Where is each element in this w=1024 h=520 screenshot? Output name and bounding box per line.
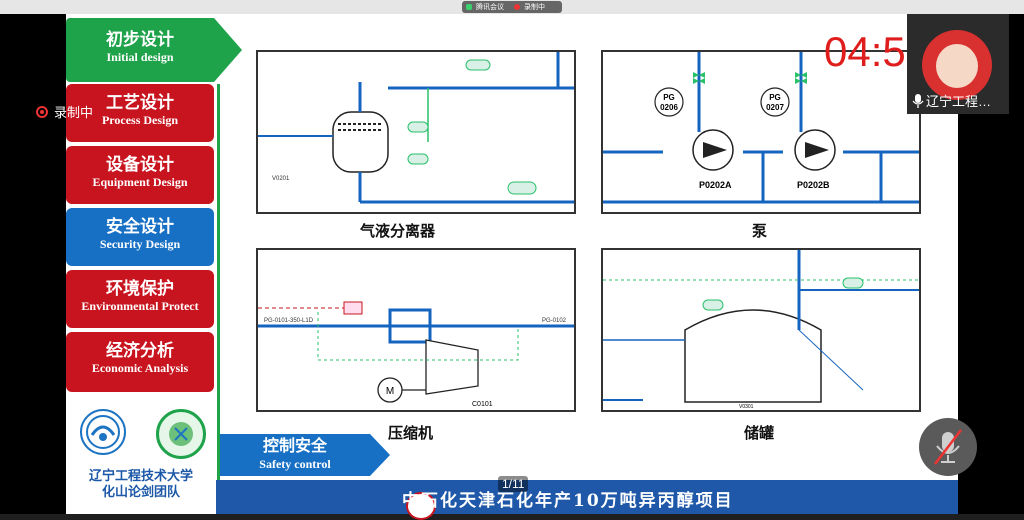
microphone-muted-icon — [934, 429, 962, 465]
nav-item-security-design[interactable]: 安全设计 Security Design — [66, 208, 214, 266]
svg-text:PG: PG — [663, 93, 675, 102]
svg-text:V0301: V0301 — [739, 404, 754, 410]
diagram-pump-panel: PG 0206 PG 0207 P0202A P0202B — [601, 50, 921, 214]
nav-separator — [217, 84, 220, 504]
recording-status-short: 录制中 — [524, 4, 545, 11]
section-label-zh: 控制安全 — [262, 438, 327, 455]
nav-item-en: Equipment Design — [92, 175, 188, 189]
mute-microphone-button[interactable] — [919, 418, 977, 476]
participant-avatar — [922, 30, 992, 100]
recording-label: 录制中 — [54, 105, 94, 120]
svg-text:P0202B: P0202B — [797, 180, 830, 190]
avatar-face-icon — [936, 44, 978, 88]
nav-item-zh: 经济分析 — [106, 341, 174, 360]
left-letterbox — [0, 14, 66, 514]
meeting-app-icon — [466, 4, 472, 10]
recording-dot-icon — [514, 4, 520, 10]
nav-item-en: Security Design — [99, 237, 181, 251]
svg-text:P0202A: P0202A — [699, 180, 732, 190]
svg-text:PG-0101-350-L1D: PG-0101-350-L1D — [264, 318, 314, 324]
nav-item-environmental-protect[interactable]: 环境保护 Environmental Protect — [66, 270, 214, 328]
svg-text:0206: 0206 — [660, 103, 678, 112]
nav-item-zh: 工艺设计 — [106, 93, 174, 112]
microphone-icon — [912, 93, 924, 108]
team-logo-icon — [156, 409, 206, 459]
diagram-tank-panel: V0301 — [601, 248, 921, 412]
svg-text:PG-0102: PG-0102 — [542, 318, 567, 324]
nav-arrow-tip — [214, 18, 242, 82]
participant-label: 辽宁工程… — [912, 91, 991, 110]
nav-item-zh: 环境保护 — [106, 279, 174, 298]
svg-text:PG: PG — [769, 93, 781, 102]
nav-item-en: Environmental Protect — [81, 299, 199, 313]
svg-text:0207: 0207 — [766, 103, 784, 112]
diagram-compressor-panel: M PG-0101-350-L1D PG-0102 C0101 — [256, 248, 576, 412]
nav-item-process-design[interactable]: 工艺设计 Process Design — [66, 84, 214, 142]
nav-item-en: Initial design — [106, 50, 174, 64]
logos-area — [66, 407, 216, 467]
diagram-separator-panel: V0201 — [256, 50, 576, 214]
nav-item-economic-analysis[interactable]: 经济分析 Economic Analysis — [66, 332, 214, 392]
meeting-status-pill[interactable]: 腾讯会议 录制中 — [462, 1, 562, 13]
vessel-tag: V0201 — [272, 176, 290, 182]
recording-icon — [36, 105, 48, 118]
nav-item-en: Process Design — [101, 113, 179, 127]
diagram-caption-compressor: 压缩机 — [388, 425, 434, 442]
participant-name: 辽宁工程… — [926, 94, 992, 109]
svg-text:M: M — [386, 386, 394, 397]
meeting-app-name: 腾讯会议 — [476, 4, 504, 11]
nav-item-zh: 安全设计 — [106, 217, 174, 236]
section-label-safety-control: 控制安全 Safety control — [220, 434, 370, 476]
nav-item-zh: 初步设计 — [106, 30, 174, 49]
school-line-1: 辽宁工程技术大学 — [88, 469, 193, 484]
presentation-slide: 初步设计 Initial design 工艺设计 Process Design … — [66, 14, 958, 520]
nav-item-zh: 设备设计 — [106, 155, 174, 174]
school-line-2: 化山论剑团队 — [101, 485, 180, 500]
page-indicator[interactable]: 1/11 — [498, 476, 529, 492]
school-name: 辽宁工程技术大学 化山论剑团队 — [66, 469, 216, 501]
countdown-timer: 04:5 — [824, 28, 906, 75]
bottom-banner — [216, 480, 958, 514]
banner-title: 中石化天津石化年产10万吨异丙醇项目 — [402, 491, 734, 511]
section-label-en: Safety control — [259, 457, 331, 471]
diagram-caption-pump: 泵 — [752, 223, 768, 240]
section-label-arrow — [370, 434, 390, 476]
recording-indicator[interactable]: 录制中 — [36, 102, 93, 121]
diagram-caption-tank: 储罐 — [744, 425, 775, 442]
university-logo-icon — [80, 409, 126, 455]
nav-item-en: Economic Analysis — [91, 361, 189, 375]
diagram-caption-separator: 气液分离器 — [360, 223, 436, 240]
nav-item-equipment-design[interactable]: 设备设计 Equipment Design — [66, 146, 214, 204]
svg-text:C0101: C0101 — [472, 401, 493, 408]
nav-item-initial-design[interactable]: 初步设计 Initial design — [66, 18, 242, 82]
